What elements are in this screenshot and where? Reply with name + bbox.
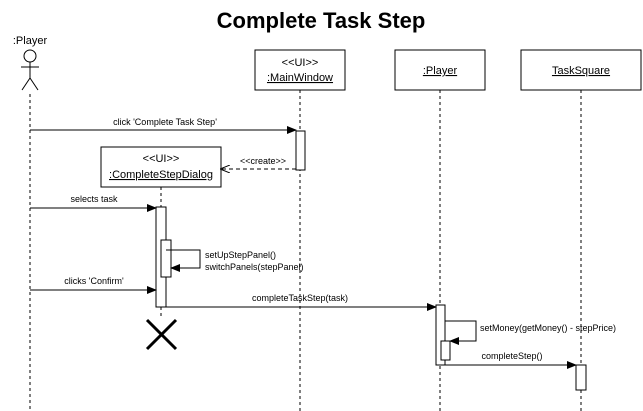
actor-stick-figure-icon	[21, 49, 39, 91]
tasksquare-name: TaskSquare	[552, 65, 610, 77]
destroy-x-icon	[145, 318, 178, 351]
mainwindow-lifeline-box	[254, 49, 346, 91]
message-self-call-setmoney-arrow	[445, 320, 477, 345]
message-complete-step-label: completeStep()	[481, 351, 542, 361]
message-self-call-setup-arrow	[166, 249, 201, 272]
mainwindow-name: :MainWindow	[267, 72, 333, 84]
diagram-title: Complete Task Step	[217, 8, 426, 33]
message-create-label: <<create>>	[240, 156, 286, 166]
dialog-name: :CompleteStepDialog	[109, 169, 213, 181]
mainwindow-stereotype: <<UI>>	[282, 57, 319, 69]
message-set-money-label: setMoney(getMoney() - stepPrice)	[480, 323, 616, 333]
message-clicks-confirm-label: clicks 'Confirm'	[64, 276, 124, 286]
player-activation	[435, 304, 446, 366]
mainwindow-activation	[295, 130, 306, 171]
player-nested-activation	[440, 340, 451, 361]
player-lifeline-box	[394, 49, 486, 91]
dialog-stereotype: <<UI>>	[143, 153, 180, 165]
message-selects-task-label: selects task	[70, 194, 118, 204]
message-setup-panel-label: setUpStepPanel()	[205, 250, 276, 260]
message-complete-task-step-label: completeTaskStep(task)	[252, 293, 348, 303]
actor-label: :Player	[13, 35, 48, 47]
message-click-complete-label: click 'Complete Task Step'	[113, 117, 217, 127]
message-switch-panels-label: switchPanels(stepPanel)	[205, 262, 304, 272]
tasksquare-lifeline-box	[520, 49, 642, 91]
tasksquare-activation	[575, 364, 587, 391]
dialog-nested-activation	[160, 239, 172, 278]
player-name: :Player	[423, 65, 458, 77]
